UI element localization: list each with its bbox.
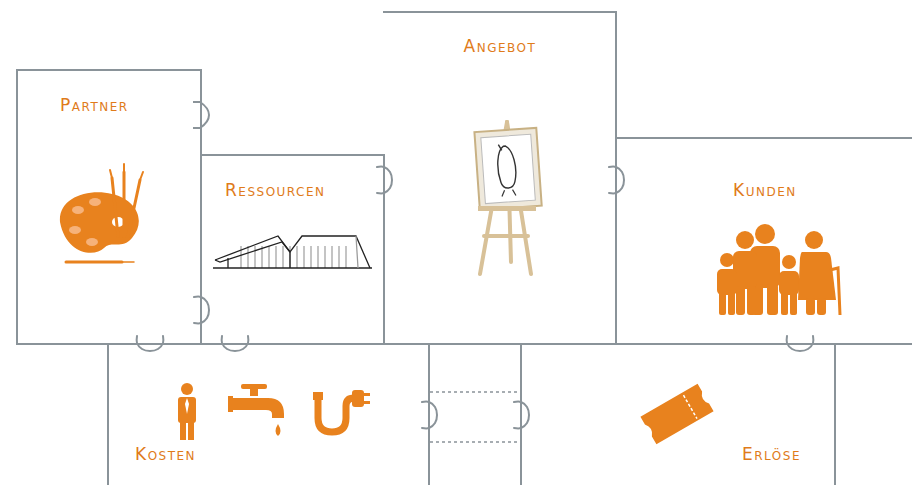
- room-title: Kosten: [135, 445, 196, 464]
- floor-room: Kunden: [615, 137, 912, 345]
- tap-icon: [228, 384, 284, 436]
- building-icon: [213, 236, 372, 268]
- floor-room: Erlöse: [520, 343, 836, 485]
- room-title: Angebot: [464, 37, 537, 56]
- room-title: Kunden: [733, 181, 797, 200]
- door-connector: [422, 402, 529, 429]
- room-title: Partner: [60, 96, 129, 115]
- easel-icon: [474, 122, 541, 274]
- ticket-icon: [640, 384, 713, 445]
- family-icon: [717, 224, 840, 315]
- room-title: Ressourcen: [225, 181, 326, 200]
- staff-icon: [178, 383, 196, 440]
- palette-icon: [60, 164, 143, 262]
- floor-room: Ressourcen: [200, 154, 385, 345]
- corridor: [430, 392, 520, 442]
- plug-icon: [313, 390, 370, 432]
- floor-room: Kosten: [107, 343, 430, 485]
- floor-room: Angebot: [383, 11, 617, 345]
- room-title: Erlöse: [742, 445, 801, 464]
- floor-room: Partner: [16, 69, 202, 345]
